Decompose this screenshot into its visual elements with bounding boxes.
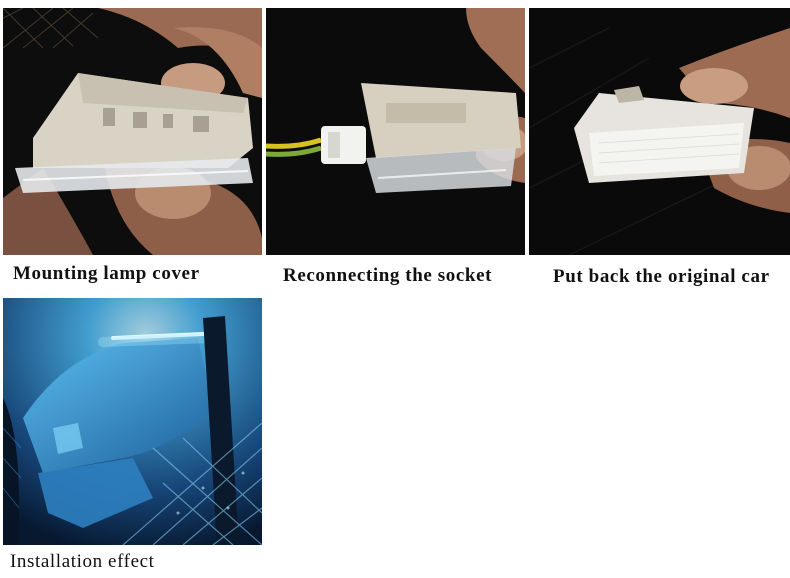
step-1: Mounting lamp cover bbox=[0, 8, 262, 290]
step-3-photo bbox=[529, 8, 790, 255]
step-1-photo bbox=[3, 8, 262, 255]
step-4-caption: Installation effect bbox=[10, 551, 155, 572]
step-4: Installation effect bbox=[0, 298, 262, 578]
step-2: Reconnecting the socket bbox=[266, 8, 526, 290]
step-2-caption: Reconnecting the socket bbox=[283, 265, 493, 286]
step-3: Put back the original car bbox=[529, 8, 790, 290]
step-2-photo bbox=[266, 8, 525, 255]
step-1-caption: Mounting lamp cover bbox=[13, 263, 200, 284]
step-3-caption: Put back the original car bbox=[553, 266, 770, 287]
step-4-photo bbox=[3, 298, 262, 545]
